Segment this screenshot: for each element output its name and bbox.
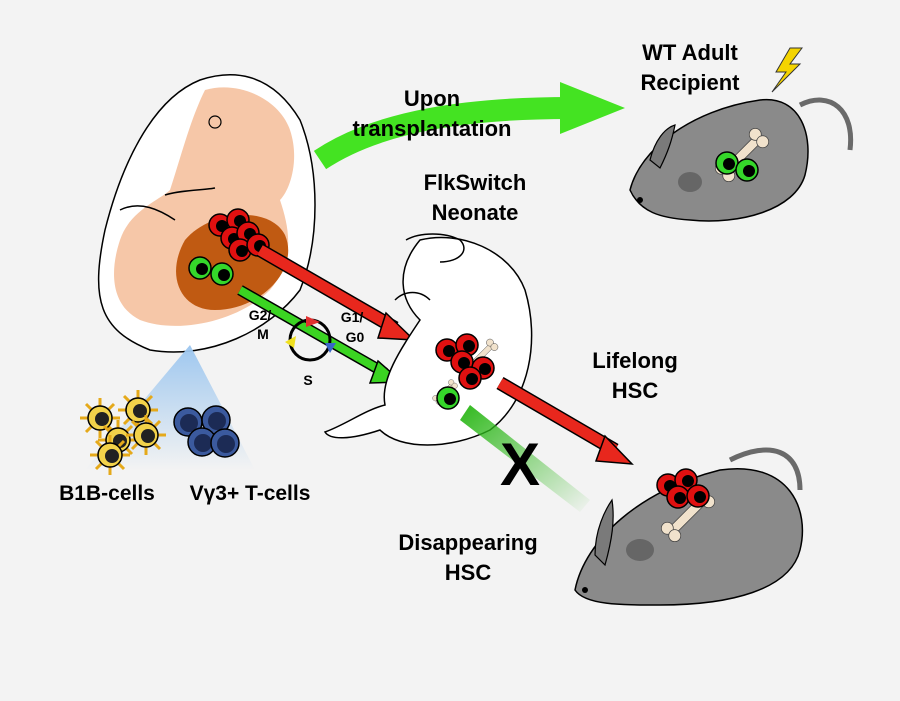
disappearing-hsc-label: HSC [445,560,492,585]
red-arrow-to-neonate [256,243,416,341]
cycle-s-label: S [303,372,312,388]
lifelong-label: Lifelong [592,348,678,373]
embryo-illustration [97,74,316,353]
transplantation-arrow [313,82,625,170]
disappearing-label: Disappearing [398,530,537,555]
upon-label: Upon [404,86,460,111]
wt-adult-mouse [629,47,854,222]
embryo-eye [208,115,222,129]
red-arrow-lifelong [496,376,634,465]
cycle-m-label: M [257,326,269,342]
flkswitch-label: FlkSwitch [424,170,527,195]
vg3-tcells-label: Vγ3+ T-cells [190,482,311,505]
transplantation-label: transplantation [353,116,512,141]
wt-label-line1: WT Adult [642,40,738,65]
lightning-icon [771,47,803,93]
neonate-label: Neonate [432,200,519,225]
wt-label-line2: Recipient [640,70,740,95]
lifelong-hsc-label: HSC [612,378,659,403]
neonate-illustration [323,233,533,446]
cell-cycle-icon [285,316,336,362]
lifelong-mouse [574,447,804,606]
green-arrow-disappearing [460,405,590,512]
x-mark: X [500,431,540,498]
neonate-green-cell [436,386,460,410]
b1b-cells-label: B1B-cells [59,482,155,505]
cycle-g1-label: G1/ [341,309,364,325]
cycle-g0-label: G0 [346,329,365,345]
cycle-g2-label: G2/ [249,307,272,323]
